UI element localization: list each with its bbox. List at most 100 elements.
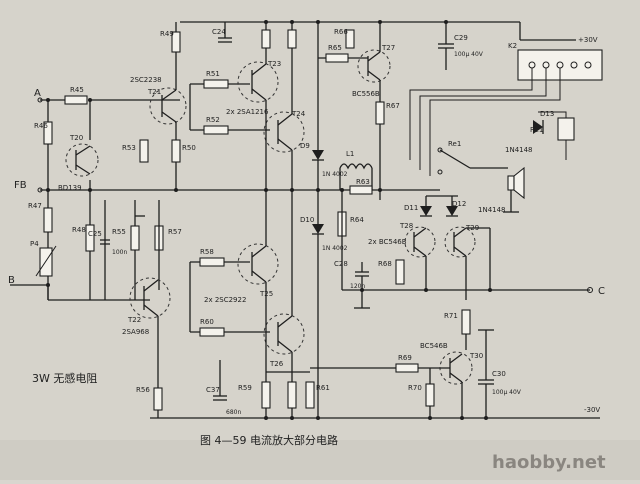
label-r48: R48	[72, 226, 86, 234]
label-r70: R70	[408, 384, 422, 392]
type-t20: BD139	[58, 184, 82, 192]
resistor-r70	[425, 383, 435, 407]
value-c29: 100μ 40V	[454, 51, 484, 58]
label-re1-switch: Re1	[448, 140, 461, 148]
label-r45: R45	[70, 86, 84, 94]
input-fb-label: FB	[14, 180, 27, 191]
transistor-t30	[439, 351, 473, 385]
resistor-r68	[395, 259, 405, 285]
resistor-r55	[130, 225, 140, 251]
output-c-label: C	[598, 286, 605, 297]
input-b-label: B	[8, 275, 15, 286]
label-r52: R53	[122, 144, 136, 152]
value-c25: 100n	[112, 249, 127, 256]
label-r66: R66	[334, 28, 348, 36]
junction-dots	[46, 20, 492, 420]
label-r53: R52	[206, 116, 220, 124]
label-c30: C30	[492, 370, 506, 378]
label-r50: R50	[182, 144, 196, 152]
terminal-a	[37, 97, 43, 103]
label-r56: R56	[136, 386, 150, 394]
resistor-r71	[461, 309, 471, 335]
resistor-r56	[153, 387, 163, 411]
inductor-l1	[339, 163, 373, 170]
resistor-top-b	[287, 29, 297, 49]
type-t28: 2x BC546B	[368, 238, 407, 246]
watermark: haobby.net	[492, 452, 606, 473]
label-d11: D11	[404, 204, 418, 212]
label-c37: C37	[206, 386, 220, 394]
label-r59: R59	[238, 384, 252, 392]
label-c25: C25	[88, 230, 102, 238]
resistor-r58	[199, 257, 225, 267]
page-bottom-band	[0, 440, 640, 480]
resistor-r47	[43, 207, 53, 233]
rail-pos-label: +30V	[578, 36, 598, 44]
type-t23: 2x 2SA1216	[226, 108, 269, 116]
transistor-t22	[129, 277, 171, 319]
label-t22: T22	[127, 316, 141, 324]
resistor-r45	[64, 95, 88, 105]
relay-wires	[409, 68, 561, 176]
type-d13: 1N4148	[505, 146, 533, 154]
label-r58: R58	[200, 248, 214, 256]
resistor-r52	[139, 139, 149, 163]
speaker-cone	[513, 166, 525, 200]
transistor-t20	[65, 143, 99, 177]
value-c28: 120n	[350, 283, 365, 290]
terminal-c	[587, 287, 593, 293]
label-t30: T30	[469, 352, 483, 360]
rail-wires	[40, 21, 600, 419]
label-t28: T28	[399, 222, 413, 230]
resistor-r63	[349, 185, 373, 195]
label-r47: R47	[28, 202, 42, 210]
transistor-t29	[444, 226, 476, 258]
switch-pin-5	[437, 169, 443, 175]
resistor-r61	[305, 381, 315, 409]
input-a-label: A	[34, 88, 41, 99]
resistor-r53	[203, 125, 229, 135]
resistor-r51	[203, 79, 229, 89]
diode-d12	[446, 206, 458, 216]
relay-coil-re1	[557, 117, 575, 141]
value-d10: 1N 4002	[322, 245, 348, 252]
resistor-top-a	[261, 29, 271, 49]
transistor-t21	[149, 87, 187, 125]
label-l1: L1	[346, 150, 354, 158]
label-t24: T24	[291, 110, 306, 118]
type-t22: 2SA968	[122, 328, 149, 336]
transistor-t28	[404, 226, 436, 258]
transistor-t27	[357, 49, 391, 83]
relay-switch-contact	[439, 149, 471, 169]
label-r67: R67	[386, 102, 400, 110]
label-r71: R71	[444, 312, 458, 320]
label-r61: R61	[316, 384, 330, 392]
label-t23: T23	[267, 60, 281, 68]
resistor-r49	[171, 31, 181, 53]
label-d9: D9	[300, 142, 310, 150]
label-r69: R69	[398, 354, 412, 362]
resistor-r65	[325, 53, 349, 63]
type-t27: BC556B	[352, 90, 380, 98]
label-t27: T27	[381, 44, 395, 52]
label-r64: R64	[350, 216, 364, 224]
label-r55: R55	[112, 228, 126, 236]
resistor-r50	[171, 139, 181, 163]
resistor-r48	[85, 224, 95, 252]
label-r65: R65	[328, 44, 342, 52]
label-r46: R46	[34, 122, 48, 130]
label-c29: C29	[454, 34, 468, 42]
label-k2: K2	[508, 42, 517, 50]
label-r60: R60	[200, 318, 214, 326]
type-t30: BC546B	[420, 342, 448, 350]
type-t25: 2x 2SC2922	[204, 296, 246, 304]
label-r63: R63	[356, 178, 370, 186]
label-d10: D10	[300, 216, 314, 224]
diode-d10	[312, 224, 324, 234]
transistor-t25	[237, 243, 279, 285]
switch-pin-3	[437, 147, 443, 153]
label-r49: R49	[160, 30, 174, 38]
output-wires	[265, 22, 310, 418]
resistor-r69	[395, 363, 419, 373]
